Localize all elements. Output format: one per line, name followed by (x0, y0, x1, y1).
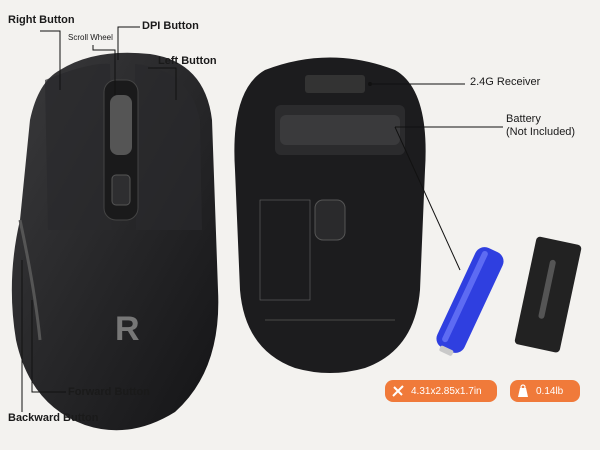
weight-badge: 0.14lb (510, 380, 580, 402)
battery-cover (514, 236, 582, 353)
mouse-top-view: R (11, 52, 219, 431)
svg-text:R: R (115, 310, 140, 348)
battery-label: Battery (Not Included) (506, 113, 575, 139)
dimensions-badge: 4.31x2.85x1.7in (385, 380, 497, 402)
dpi-button-label: DPI Button (142, 20, 199, 32)
battery-label-line2: (Not Included) (506, 126, 576, 138)
scroll-wheel-label: Scroll Wheel (68, 33, 113, 42)
mouse-bottom-view (234, 57, 426, 373)
backward-button-label: Backward Button (8, 412, 99, 424)
dimensions-value: 4.31x2.85x1.7in (411, 385, 482, 397)
forward-button-label: Forward Button (68, 386, 150, 398)
left-button-label: Left Button (158, 55, 217, 67)
weight-icon (516, 384, 530, 398)
right-button-label: Right Button (8, 14, 75, 26)
battery-label-line1: Battery (506, 113, 541, 125)
receiver-label: 2.4G Receiver (470, 76, 541, 88)
weight-value: 0.14lb (536, 385, 564, 397)
ruler-pencil-icon (391, 384, 405, 398)
battery (436, 247, 504, 356)
